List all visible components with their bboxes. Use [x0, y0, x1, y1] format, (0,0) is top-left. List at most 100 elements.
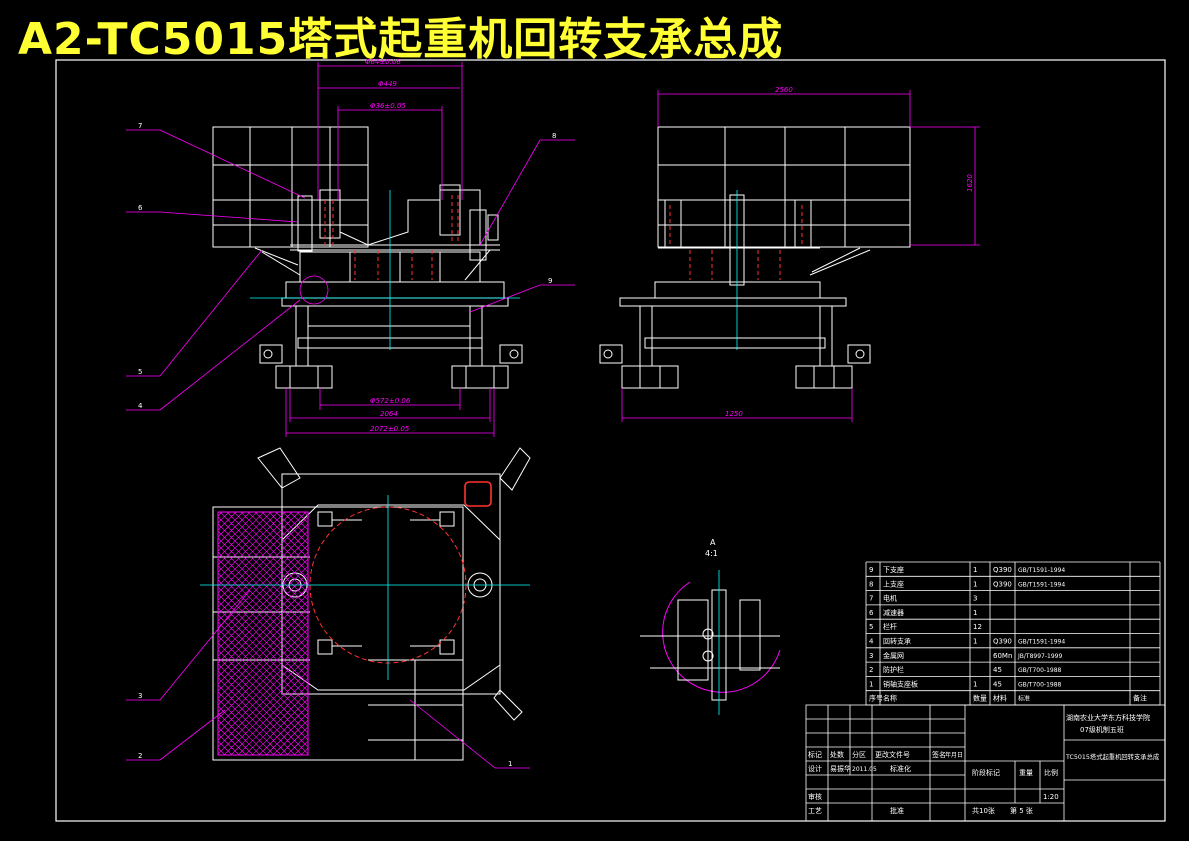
bom-cell-name: 防护栏 [883, 665, 904, 674]
mesh-line [217, 511, 293, 587]
tb-stage-label: 阶段标记 [972, 768, 1000, 777]
detail-letter: A [710, 538, 716, 547]
bom-cell-name: 回转支承 [883, 637, 911, 646]
mesh-line [217, 537, 309, 629]
title-block-grid [805, 704, 1166, 822]
mesh-line [217, 607, 309, 699]
dim-top-2: Φ449 [378, 80, 397, 88]
mesh-line [217, 642, 309, 734]
bom-cell-material: Q390 [993, 566, 1012, 574]
callout-1: 1 [508, 760, 512, 768]
mesh-line [293, 740, 309, 756]
mesh-line [217, 747, 226, 756]
mesh-line [254, 511, 309, 566]
bom-cell-standard: GB/T700-1988 [1018, 681, 1062, 688]
tb-zone: 分区 [852, 750, 866, 759]
bom-cell-no: 1 [869, 680, 873, 688]
mesh-line [217, 565, 309, 657]
bom-cell-material: 材料 [993, 694, 1007, 703]
mesh-line [217, 511, 223, 517]
bom-cell-qty: 12 [973, 623, 982, 631]
front-leaders [126, 129, 575, 411]
tb-mark: 标记 [808, 750, 822, 759]
front-dimensions [285, 62, 495, 437]
mesh-line [296, 511, 309, 524]
bom-cell-qty: 数量 [973, 694, 987, 703]
mesh-line [217, 511, 307, 601]
bom-cell-qty: 3 [973, 595, 977, 603]
tb-sign: 签名 [932, 750, 946, 759]
side-dimensions [621, 90, 980, 422]
title-block-text: 湖南农业大学东方科技学院 07级机制五班 TC5015塔式起重机回转支承总成 标… [808, 713, 1160, 815]
mesh-line [217, 579, 309, 671]
mesh-line [217, 593, 309, 685]
mesh-line [217, 691, 282, 756]
bom-cell-qty: 1 [973, 609, 977, 617]
mesh-line [282, 511, 309, 538]
mesh-line [217, 511, 237, 531]
mesh-line [217, 726, 247, 756]
mesh-line [275, 511, 309, 545]
mesh-line [261, 511, 309, 559]
mesh-line [217, 511, 286, 580]
bom-cell-no: 6 [869, 609, 874, 617]
dim-top-3: Φ36±0.05 [370, 102, 406, 110]
mesh-line [217, 705, 268, 756]
front-callouts: 7 6 5 4 8 9 [138, 122, 556, 410]
callout-6: 6 [138, 204, 143, 212]
mesh-line [223, 670, 309, 756]
tb-date-col: 年月日 [945, 751, 963, 759]
mesh-line [279, 726, 309, 756]
mesh-line [217, 663, 309, 755]
dim-side-width: 2560 [775, 86, 793, 94]
tb-drawing-name: TC5015塔式起重机回转支承总成 [1065, 752, 1160, 761]
tb-change-doc: 更改文件号 [875, 750, 910, 759]
tb-scale-value: 1:20 [1043, 793, 1059, 801]
tb-process-label: 工艺 [808, 807, 822, 815]
mesh-line [217, 719, 254, 756]
side-hidden-lines [669, 205, 803, 280]
bom-cell-no: 4 [869, 638, 874, 646]
mesh-line [217, 698, 275, 756]
bom-cell-qty: 1 [973, 580, 977, 588]
bom-cell-no: 2 [869, 666, 873, 674]
bom-cell-no: 序号 [869, 694, 883, 703]
dim-bottom-1: Φ572±0.06 [370, 397, 411, 405]
tb-review-label: 审核 [808, 792, 822, 801]
tb-sheet-no: 第 5 张 [1010, 806, 1033, 815]
callout-3: 3 [138, 692, 142, 700]
plan-callouts: 3 2 1 [138, 692, 512, 768]
tb-class: 07级机制五班 [1080, 725, 1124, 734]
bom-cell-qty: 1 [973, 638, 977, 646]
callout-2: 2 [138, 752, 142, 760]
callout-7: 7 [138, 122, 142, 130]
mesh-line [240, 511, 309, 580]
detail-a-label: A 4:1 [705, 538, 718, 558]
drawing-title: A2-TC5015塔式起重机回转支承总成 [18, 14, 784, 65]
mesh-line [233, 511, 309, 587]
mesh-line [217, 523, 309, 615]
bom-cell-name: 金属网 [883, 651, 904, 660]
bom-cell-standard: 标准 [1018, 695, 1030, 703]
mesh-line [217, 544, 309, 636]
mesh-line [217, 656, 309, 748]
mesh-line [217, 530, 309, 622]
dim-top-1: Φ64±0.06 [365, 58, 401, 66]
mesh-line [217, 635, 309, 727]
mesh-line [217, 740, 233, 756]
mesh-line [217, 511, 300, 594]
side-dim-text: 2560 1620 1250 [725, 86, 974, 418]
mesh-line [217, 511, 272, 566]
side-view [599, 126, 911, 389]
mesh-line [217, 733, 240, 756]
callout-4: 4 [138, 402, 143, 410]
plan-view [212, 447, 531, 761]
bom-cell-name: 下支座 [883, 565, 904, 574]
bom-cell-standard: JB/T8997-1999 [1017, 653, 1062, 660]
tb-weight-label: 重量 [1019, 769, 1033, 777]
mesh-line [217, 511, 230, 524]
tb-designer: 易振华 [830, 764, 851, 773]
mesh-line [251, 698, 309, 756]
plan-mesh-pattern [217, 511, 309, 756]
mesh-line [219, 511, 309, 601]
